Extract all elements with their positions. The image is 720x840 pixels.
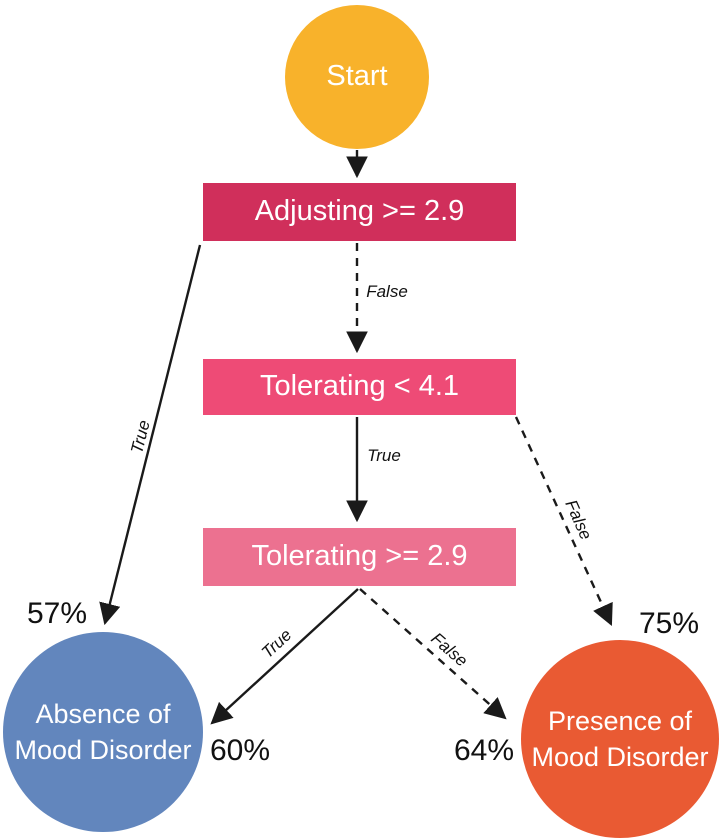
leaf-node-presence: Presence of Mood Disorder <box>521 640 719 838</box>
leaf-node-absence-label-line1: Absence of <box>35 698 171 729</box>
decision-node-adjusting: Adjusting >= 2.9 <box>203 183 516 241</box>
leaf-node-presence-label-line2: Mood Disorder <box>531 742 709 772</box>
leaf-node-presence-label-line1: Presence of <box>547 705 693 736</box>
start-node: Start <box>285 5 429 149</box>
edge-decision2-to-presence <box>514 416 613 626</box>
edge-label-false-decision1-decision2: False <box>366 282 408 301</box>
decision-node-adjusting-label: Adjusting >= 2.9 <box>254 195 465 228</box>
edge-decision3-to-presence <box>359 588 507 720</box>
probability-presence-bottom: 64% <box>453 734 515 767</box>
edge-decision3-to-absence <box>210 588 359 725</box>
probability-absence-bottom: 60% <box>209 734 271 767</box>
leaf-node-absence-label-line2: Mood Disorder <box>14 735 192 765</box>
probability-presence-top: 75% <box>638 607 700 640</box>
decision-node-tolerating-lt: Tolerating < 4.1 <box>203 359 516 415</box>
leaf-node-absence: Absence of Mood Disorder <box>3 632 203 832</box>
start-node-label: Start <box>326 60 388 93</box>
probability-absence-top: 57% <box>26 597 88 630</box>
edge-label-true-decision2-decision3: True <box>367 446 401 465</box>
decision-node-tolerating-ge-label: Tolerating >= 2.9 <box>251 540 468 573</box>
decision-node-tolerating-lt-label: Tolerating < 4.1 <box>259 370 460 403</box>
edge-decision1-to-absence <box>99 244 202 626</box>
decision-node-tolerating-ge: Tolerating >= 2.9 <box>203 528 516 586</box>
